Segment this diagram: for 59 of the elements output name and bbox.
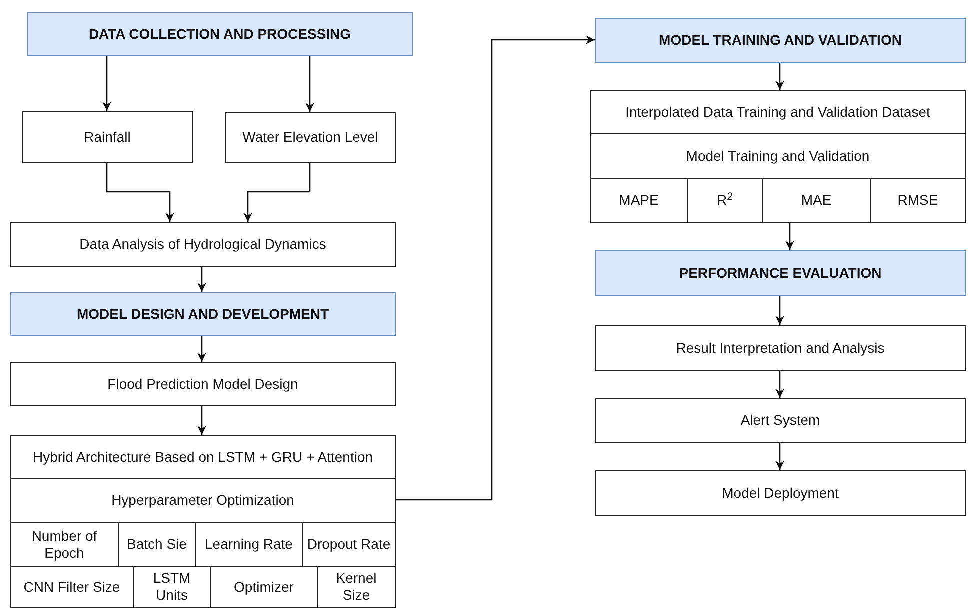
arrow (198, 405, 206, 435)
process-box (595, 398, 966, 443)
table-cell (590, 90, 966, 134)
node-text: Dropout Rate (307, 536, 391, 553)
node-text: Number of Epoch (30, 528, 98, 562)
arrow (395, 36, 595, 501)
stage-header-box (595, 250, 966, 296)
node-text: PERFORMANCE EVALUATION (679, 264, 882, 282)
arrow (198, 335, 206, 362)
node-text: Batch Sie (127, 536, 187, 553)
node-text: DATA COLLECTION AND PROCESSING (88, 26, 352, 42)
arrow (776, 370, 784, 398)
node-text: Rainfall (84, 128, 131, 146)
table-cell (870, 178, 966, 223)
node-text: LSTM Units (152, 570, 192, 604)
node-text: Interpolated Data Training and Validation Dataset (626, 104, 930, 120)
node-text: MAE (801, 192, 832, 209)
table-cell (317, 566, 396, 608)
node-text: R$^{2}$ (717, 192, 733, 209)
node-text: Alert System (740, 412, 820, 429)
node-text: Result Interpretation and Analysis (676, 340, 885, 356)
node-text: MODEL DESIGN AND DEVELOPMENT (76, 306, 330, 322)
process-box (22, 111, 193, 163)
stage-header-box (595, 18, 966, 63)
node-text: Flood Prediction Model Design (108, 376, 298, 392)
arrow (106, 162, 174, 222)
arrow (776, 442, 784, 470)
process-box (10, 222, 396, 267)
node-text: Data Analysis of Hydrological Dynamics (80, 236, 326, 253)
node-text: RMSE (898, 192, 938, 209)
table-cell (590, 133, 966, 179)
arrow (776, 295, 784, 325)
arrow (244, 162, 311, 222)
node-text: Water Elevation Level (242, 129, 378, 146)
table-cell (10, 435, 396, 479)
node-text: Model Training and Validation (686, 148, 870, 164)
stage-header-box (10, 292, 396, 336)
node-text: Model Deployment (722, 484, 839, 502)
node-text: CNN Filter Size (24, 578, 120, 596)
node-text: Hyperparameter Optimization (112, 492, 294, 509)
node-text: Hybrid Architecture Based on LSTM + GRU + Attention (32, 448, 374, 466)
process-box (595, 470, 966, 516)
arrow (776, 62, 784, 90)
stage-header-box (27, 12, 413, 56)
arrow (198, 266, 206, 292)
process-box (595, 325, 966, 371)
arrow (102, 55, 112, 111)
node-text: MODEL TRAINING AND VALIDATION (659, 32, 902, 49)
table-cell (10, 566, 134, 608)
process-box (225, 112, 396, 163)
node-text: Optimizer (234, 578, 294, 596)
arrow (786, 222, 794, 250)
table-cell (590, 178, 688, 223)
node-text: Kernel Size (335, 570, 378, 604)
node-text: MAPE (619, 192, 659, 209)
node-text: Learning Rate (205, 536, 293, 553)
arrow (306, 55, 314, 112)
table-cell (10, 478, 396, 523)
process-box (10, 362, 396, 406)
